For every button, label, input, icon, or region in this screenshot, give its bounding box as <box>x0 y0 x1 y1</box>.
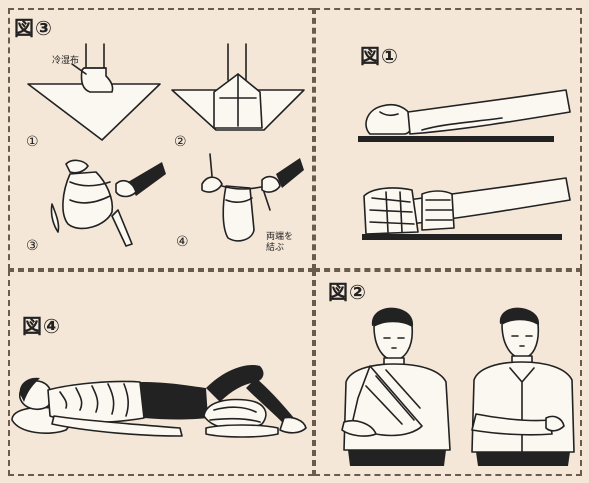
tie-annotation-line1: 両端を <box>266 232 293 242</box>
fig3-step3-drawing <box>40 152 170 252</box>
fig3-step4-number: ④ <box>176 234 189 250</box>
fig1-arm-on-splint <box>352 86 574 150</box>
fig3-step1-number: ① <box>26 134 39 150</box>
fig4-label: 図④ <box>22 310 61 339</box>
fig4-lying-person <box>10 358 310 440</box>
fig3-step3-number: ③ <box>26 238 39 254</box>
fig1-arm-wrapped <box>352 176 574 250</box>
fig3-label: 図③ <box>14 12 53 41</box>
tie-annotation-line2: 結ぶ <box>266 243 284 253</box>
fig2-man-arm-folded <box>466 306 578 472</box>
fig3-step1-drawing <box>20 40 170 150</box>
fig2-label: 図② <box>328 276 367 305</box>
fig1-label: 図① <box>360 40 399 69</box>
fig3-step2-number: ② <box>174 134 187 150</box>
fig2-man-with-sling <box>336 306 458 472</box>
fig3-step2-drawing <box>168 40 308 140</box>
